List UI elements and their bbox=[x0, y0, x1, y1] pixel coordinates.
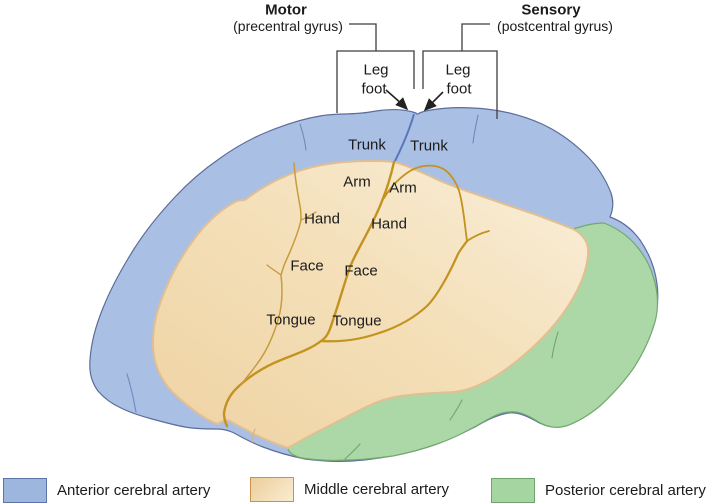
sulci-detail-lines bbox=[126, 114, 559, 460]
motor-connector-line bbox=[349, 23, 377, 51]
sensory-foot-label: foot bbox=[446, 80, 472, 98]
artery-arch-branch bbox=[383, 164, 468, 242]
sulcus-line-occipital-1 bbox=[551, 331, 559, 359]
middle-cerebral-artery-branches bbox=[222, 160, 490, 428]
sensory-arm-label: Arm bbox=[389, 179, 417, 197]
motor-arm-label: Arm bbox=[343, 173, 371, 191]
sensory-connector-line bbox=[461, 23, 490, 51]
anterior-color-swatch bbox=[3, 477, 47, 503]
sensory-hand-label: Hand bbox=[371, 215, 407, 233]
motor-face-label: Face bbox=[290, 257, 324, 275]
sulcus-arrows bbox=[385, 89, 444, 112]
posterior-color-swatch bbox=[491, 477, 535, 503]
motor-tongue-label: Tongue bbox=[266, 311, 316, 329]
sensory-leg-label: Leg bbox=[445, 61, 471, 79]
sulcus-line-occipital-2 bbox=[449, 399, 463, 421]
motor-leg-label: Leg bbox=[363, 61, 389, 79]
sensory-title: Sensory bbox=[521, 1, 581, 19]
middle-cerebral-territory bbox=[151, 159, 590, 450]
sensory-bracket bbox=[422, 50, 498, 119]
sulcus-line-frontal-2 bbox=[126, 373, 137, 413]
motor-trunk-label: Trunk bbox=[348, 136, 386, 154]
sulcus-line-temporal-1 bbox=[251, 428, 256, 443]
sensory-trunk-label: Trunk bbox=[410, 137, 448, 155]
callout-lines bbox=[336, 23, 498, 119]
middle-color-swatch bbox=[250, 476, 294, 502]
artery-anterior-branch bbox=[240, 162, 302, 386]
sulcus-line-occipital-3 bbox=[344, 443, 361, 460]
artery-twig-2 bbox=[266, 264, 282, 276]
sensory-tongue-label: Tongue bbox=[332, 312, 382, 330]
motor-bracket bbox=[336, 50, 415, 113]
sensory-subtitle: (postcentral gyrus) bbox=[497, 18, 613, 34]
sensory-face-label: Face bbox=[344, 262, 378, 280]
motor-foot-label: foot bbox=[361, 80, 387, 98]
legend-item-middle: Middle cerebral artery bbox=[250, 475, 449, 503]
sulcus-line-frontal-1 bbox=[299, 123, 307, 151]
artery-posterior-branch bbox=[319, 239, 469, 343]
central-sulcus-line bbox=[394, 113, 415, 162]
legend-item-posterior: Posterior cerebral artery bbox=[491, 476, 706, 504]
sulcus-line-parietal-1 bbox=[472, 114, 479, 144]
legend-item-anterior: Anterior cerebral artery bbox=[3, 476, 210, 504]
motor-title: Motor bbox=[265, 1, 307, 19]
motor-subtitle: (precentral gyrus) bbox=[233, 18, 343, 34]
legend-label-posterior: Posterior cerebral artery bbox=[545, 481, 706, 499]
artery-twig-1 bbox=[300, 211, 317, 221]
motor-hand-label: Hand bbox=[304, 210, 340, 228]
sensory-foot-arrow bbox=[423, 91, 444, 112]
artery-fork-arm bbox=[466, 230, 490, 242]
legend-label-anterior: Anterior cerebral artery bbox=[57, 481, 211, 499]
legend-label-middle: Middle cerebral artery bbox=[304, 480, 450, 498]
motor-foot-arrow bbox=[385, 89, 409, 111]
